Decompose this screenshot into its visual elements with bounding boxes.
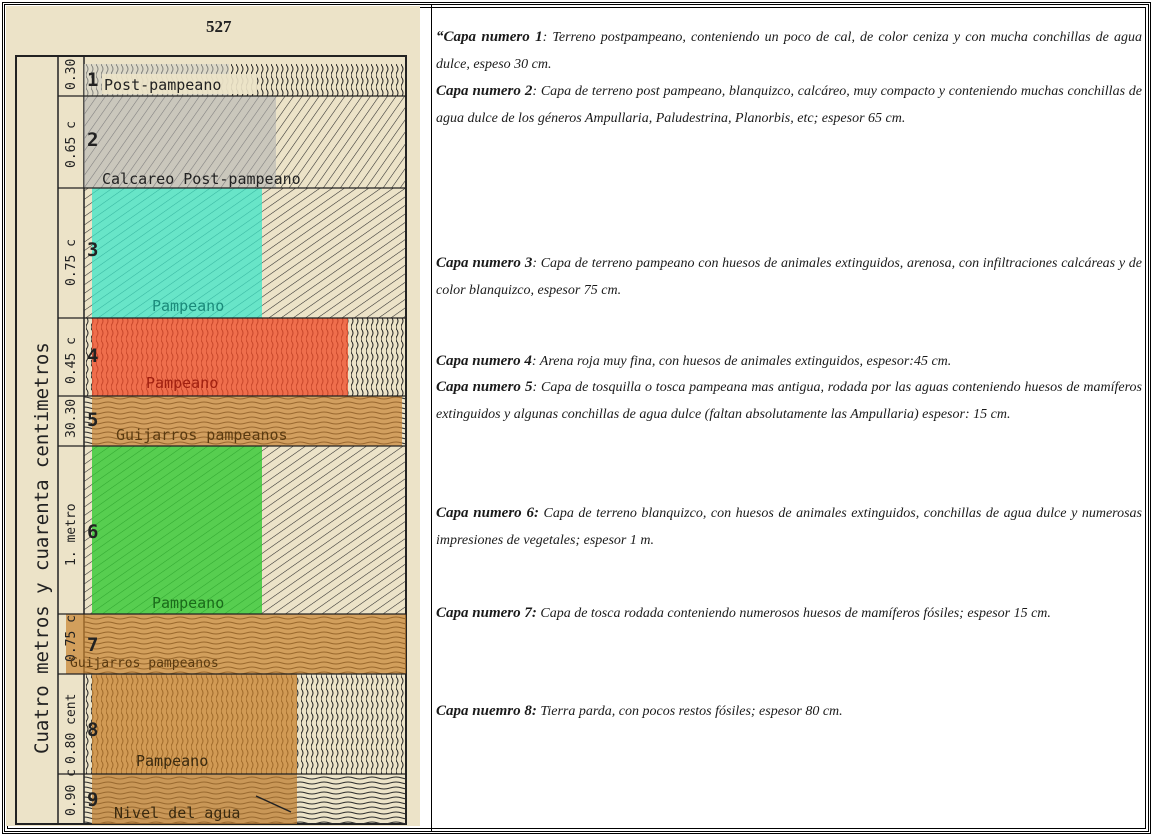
thickness-label-4: 0.45 c [64, 337, 79, 384]
description-capa-8: Capa nuemro 8: Tierra parda, con pocos r… [436, 698, 1142, 725]
layer-4-highlight [92, 318, 348, 396]
layer-number-3: 3 [87, 239, 98, 261]
description-text: Capa de terreno blanquizco, con huesos d… [436, 506, 1142, 548]
panel-divider [431, 5, 432, 831]
description-label: Capa numero 2 [436, 83, 532, 99]
layer-name-1: Post-pampeano [104, 76, 221, 94]
thickness-label-5: 30.30 [64, 399, 79, 438]
description-label: Capa numero 7: [436, 605, 537, 621]
description-label: Capa numero 3 [436, 255, 532, 271]
description-capa-5: Capa numero 5: Capa de tosquilla o tosca… [436, 374, 1142, 428]
layer-number-5: 5 [87, 409, 98, 431]
layer-number-7: 7 [87, 634, 98, 656]
description-capa-2: Capa numero 2: Capa de terreno post pamp… [436, 78, 1142, 132]
layer-name-7: Guijarros pampeanos [70, 656, 219, 671]
description-capa-3: Capa numero 3: Capa de terreno pampeano … [436, 250, 1142, 304]
thickness-label-2: 0.65 c [64, 121, 79, 168]
description-label: Capa nuemro 8: [436, 703, 537, 719]
description-text: Tierra parda, con pocos restos fósiles; … [537, 704, 843, 719]
description-label: Capa numero 5 [436, 379, 533, 395]
column-title: Cuatro metros y cuarenta centimetros [31, 342, 53, 754]
thickness-label-9: 0.90 c [64, 769, 79, 816]
description-label: Capa numero 4 [436, 353, 532, 369]
description-capa-1: “Capa numero 1: Terreno postpampeano, co… [436, 24, 1142, 78]
layer-name-9: Nivel del agua [114, 804, 240, 822]
layer-name-6: Pampeano [152, 594, 224, 612]
description-text: : Capa de terreno pampeano con huesos de… [436, 256, 1142, 298]
thickness-label-8: 0.80 cent [64, 694, 79, 764]
layer-name-2: Calcareo Post-pampeano [102, 170, 301, 188]
layer-number-2: 2 [87, 129, 98, 151]
thickness-label-1: 0.30 [64, 59, 79, 90]
stratigraphic-column-figure: 527 Cuatro metros y cuarenta centimetros [6, 6, 420, 826]
layer-name-4: Pampeano [146, 374, 218, 392]
thickness-labels: 0.30 0.65 c 0.75 c 0.45 c 30.30 1. metro… [64, 59, 79, 816]
layer-number-6: 6 [87, 521, 98, 543]
description-label: “Capa numero 1 [436, 29, 543, 45]
page-number: 527 [206, 17, 232, 36]
description-capa-7: Capa numero 7: Capa de tosca rodada cont… [436, 600, 1142, 627]
description-capa-6: Capa numero 6: Capa de terreno blanquizc… [436, 500, 1142, 554]
layer-descriptions: “Capa numero 1: Terreno postpampeano, co… [436, 10, 1144, 822]
description-text: : Capa de terreno post pampeano, blanqui… [436, 84, 1142, 126]
description-text: : Terreno postpampeano, conteniendo un p… [436, 30, 1142, 72]
layer-number-9: 9 [87, 789, 98, 811]
layer-number-1: 1 [87, 69, 98, 91]
description-text: : Arena roja muy fina, con huesos de ani… [532, 354, 951, 369]
layer-name-5: Guijarros pampeanos [116, 426, 288, 444]
description-text: Capa de tosca rodada conteniendo numeros… [537, 606, 1051, 621]
thickness-label-3: 0.75 c [64, 239, 79, 286]
layer-number-4: 4 [87, 345, 98, 367]
layer-name-3: Pampeano [152, 297, 224, 315]
layer-6-highlight [92, 446, 262, 614]
thickness-label-6: 1. metro [64, 503, 79, 566]
description-capa-4: Capa numero 4: Arena roja muy fina, con … [436, 348, 1142, 375]
description-text: : Capa de tosquilla o tosca pampeana mas… [436, 380, 1142, 422]
layer-number-8: 8 [87, 719, 98, 741]
layer-name-8: Pampeano [136, 752, 208, 770]
description-label: Capa numero 6: [436, 505, 539, 521]
stratigraphic-column-svg: 527 Cuatro metros y cuarenta centimetros [6, 6, 420, 826]
thickness-label-7: 0.75 c [64, 615, 79, 662]
